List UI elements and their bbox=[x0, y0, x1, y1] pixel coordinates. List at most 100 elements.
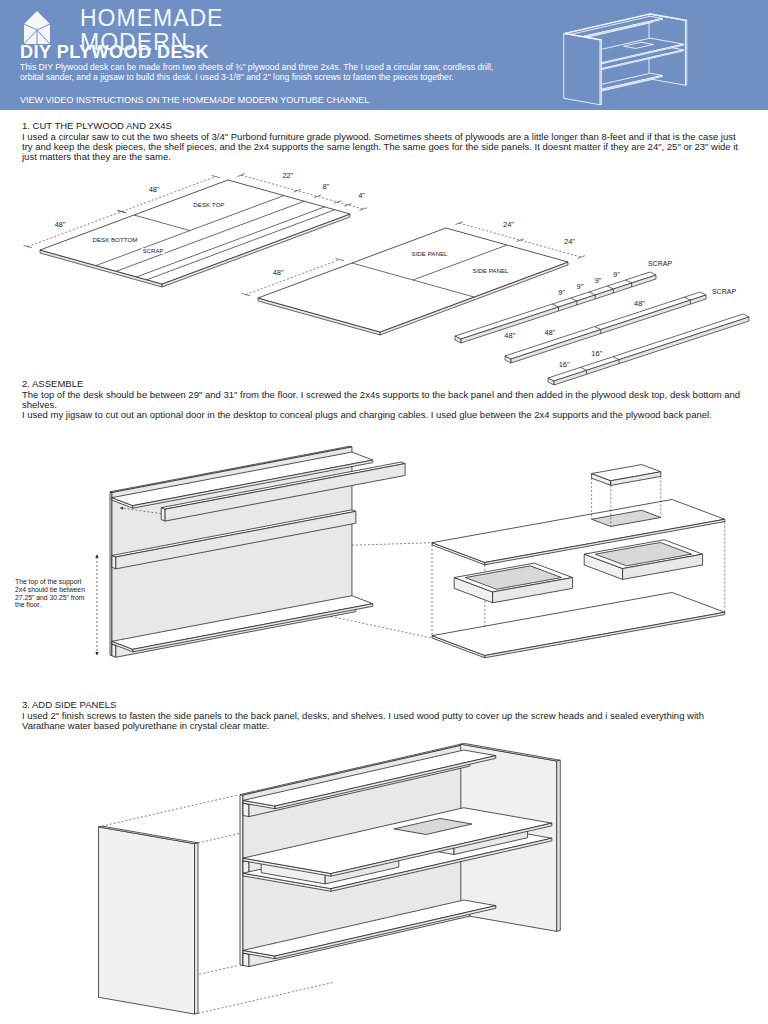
board-top bbox=[505, 292, 706, 359]
label-holder: DESK TOP bbox=[192, 202, 225, 208]
part-label: SIDE PANEL bbox=[411, 251, 449, 257]
side-panel bbox=[99, 827, 195, 1014]
exploded-desk bbox=[432, 465, 725, 658]
support-2x4 bbox=[112, 510, 356, 557]
desk-top bbox=[432, 499, 725, 562]
label-holder: DESK BOTTOM bbox=[91, 237, 138, 243]
cut-mark bbox=[576, 301, 577, 305]
dimension-label: 9" bbox=[576, 283, 585, 291]
label-holder: 9" bbox=[594, 277, 603, 285]
label-holder: 16" bbox=[590, 350, 603, 358]
label-holder: The top of the support 2x4 should be bet… bbox=[14, 578, 90, 609]
logo-icon bbox=[24, 11, 50, 44]
dimension-line bbox=[241, 175, 363, 209]
label-holder: 1. CUT THE PLYWOOD AND 2X4S bbox=[22, 121, 172, 131]
intro-text: This DIY Plywood desk can be made from t… bbox=[20, 63, 510, 82]
label-holder: 3. ADD SIDE PANELS bbox=[22, 700, 116, 710]
shelf bbox=[275, 906, 496, 959]
label-holder: SCRAP bbox=[647, 260, 673, 267]
support-2x4 bbox=[161, 508, 165, 521]
logo-text: HOMEMADE MODERN bbox=[80, 6, 258, 54]
cut-mark bbox=[571, 298, 577, 301]
step-heading: 1. CUT THE PLYWOOD AND 2X4S bbox=[22, 121, 172, 131]
cut-mark bbox=[613, 357, 619, 360]
header-desk-drawing bbox=[564, 14, 687, 105]
label-holder: The top of the desk should be between 29… bbox=[22, 390, 748, 410]
logo-facets bbox=[24, 24, 50, 44]
desk-bottom bbox=[432, 592, 725, 655]
desk-top bbox=[243, 808, 552, 874]
dimension-tick bbox=[455, 222, 463, 225]
cut-mark bbox=[586, 370, 587, 374]
dimension-tick bbox=[577, 256, 585, 259]
shelf bbox=[275, 756, 496, 809]
step-text: I used 2" finish screws to fasten the si… bbox=[22, 711, 748, 731]
cut-mark bbox=[558, 307, 559, 311]
cut-mark bbox=[589, 292, 595, 295]
cut-mark bbox=[684, 297, 690, 300]
cut-mark bbox=[631, 283, 632, 287]
label-holder: 48" bbox=[503, 332, 516, 340]
cut-mark bbox=[607, 286, 613, 289]
cable-door bbox=[394, 818, 472, 834]
cut-mark bbox=[690, 300, 691, 304]
support-2x4 bbox=[243, 803, 249, 816]
step-text: I used a circular saw to cut the two she… bbox=[22, 132, 748, 162]
dimension-label: 9" bbox=[594, 277, 603, 285]
cut-mark bbox=[613, 289, 614, 293]
label-holder: 16" bbox=[558, 361, 571, 369]
label-holder: 24" bbox=[502, 221, 515, 229]
dimension-label: 9" bbox=[557, 289, 566, 297]
guide-line bbox=[432, 545, 433, 636]
dimension-tick bbox=[242, 293, 251, 295]
cut-mark bbox=[553, 304, 559, 307]
part-label: DESK BOTTOM bbox=[91, 237, 138, 243]
label-holder: 48" bbox=[543, 330, 556, 338]
label-holder: I used a circular saw to cut the two she… bbox=[22, 132, 748, 162]
label-holder: 24" bbox=[563, 238, 576, 246]
shelf bbox=[566, 16, 662, 37]
support-2x4 bbox=[112, 644, 116, 657]
dimension-tick bbox=[334, 201, 342, 204]
label-holder: I used my jigsaw to cut out an optional … bbox=[22, 410, 748, 420]
shelf bbox=[243, 900, 496, 956]
label-holder: 48" bbox=[148, 186, 161, 194]
shelf bbox=[243, 750, 496, 806]
dimension-label: 48" bbox=[633, 300, 646, 308]
label-holder: SIDE PANEL bbox=[411, 251, 449, 257]
two-by-fours bbox=[455, 272, 749, 385]
side-panel bbox=[564, 33, 602, 40]
label-holder: HOMEMADE MODERN bbox=[80, 6, 258, 54]
support-2x4 bbox=[112, 555, 116, 568]
dimension-label: 16" bbox=[558, 361, 571, 369]
part-label: SCRAP bbox=[647, 260, 673, 267]
label-holder: I used 2" finish screws to fasten the si… bbox=[22, 711, 748, 731]
label-holder: 22" bbox=[281, 172, 294, 180]
step-heading: 2. ASSEMBLE bbox=[22, 379, 83, 389]
desk-top bbox=[485, 519, 725, 565]
dimension-tick bbox=[314, 195, 322, 198]
part-label: SIDE PANEL bbox=[472, 268, 510, 274]
spacer-frame-opening bbox=[465, 566, 561, 589]
cut-mark bbox=[595, 327, 601, 330]
cable-door bbox=[624, 42, 654, 48]
side-panel bbox=[99, 826, 198, 844]
guide-line bbox=[198, 983, 333, 1014]
dimension-tick bbox=[344, 203, 352, 206]
height-note: The top of the support 2x4 should be bet… bbox=[14, 578, 90, 609]
guide-line bbox=[102, 795, 237, 826]
label-holder: 48" bbox=[272, 269, 285, 277]
side-panel bbox=[600, 40, 601, 105]
cut-mark bbox=[595, 295, 596, 299]
side-panel-drawing bbox=[99, 743, 561, 1014]
video-note: VIEW VIDEO INSTRUCTIONS ON THE HOMEMADE … bbox=[20, 96, 369, 106]
dimension-line bbox=[459, 223, 581, 257]
shelf bbox=[578, 18, 662, 38]
step-text: The top of the desk should be between 29… bbox=[22, 390, 748, 410]
part-label: DESK TOP bbox=[192, 202, 225, 208]
desk-bottom bbox=[485, 612, 725, 658]
label-holder: 48" bbox=[633, 300, 646, 308]
label-holder: 9" bbox=[557, 289, 566, 297]
guide-line bbox=[660, 476, 661, 517]
